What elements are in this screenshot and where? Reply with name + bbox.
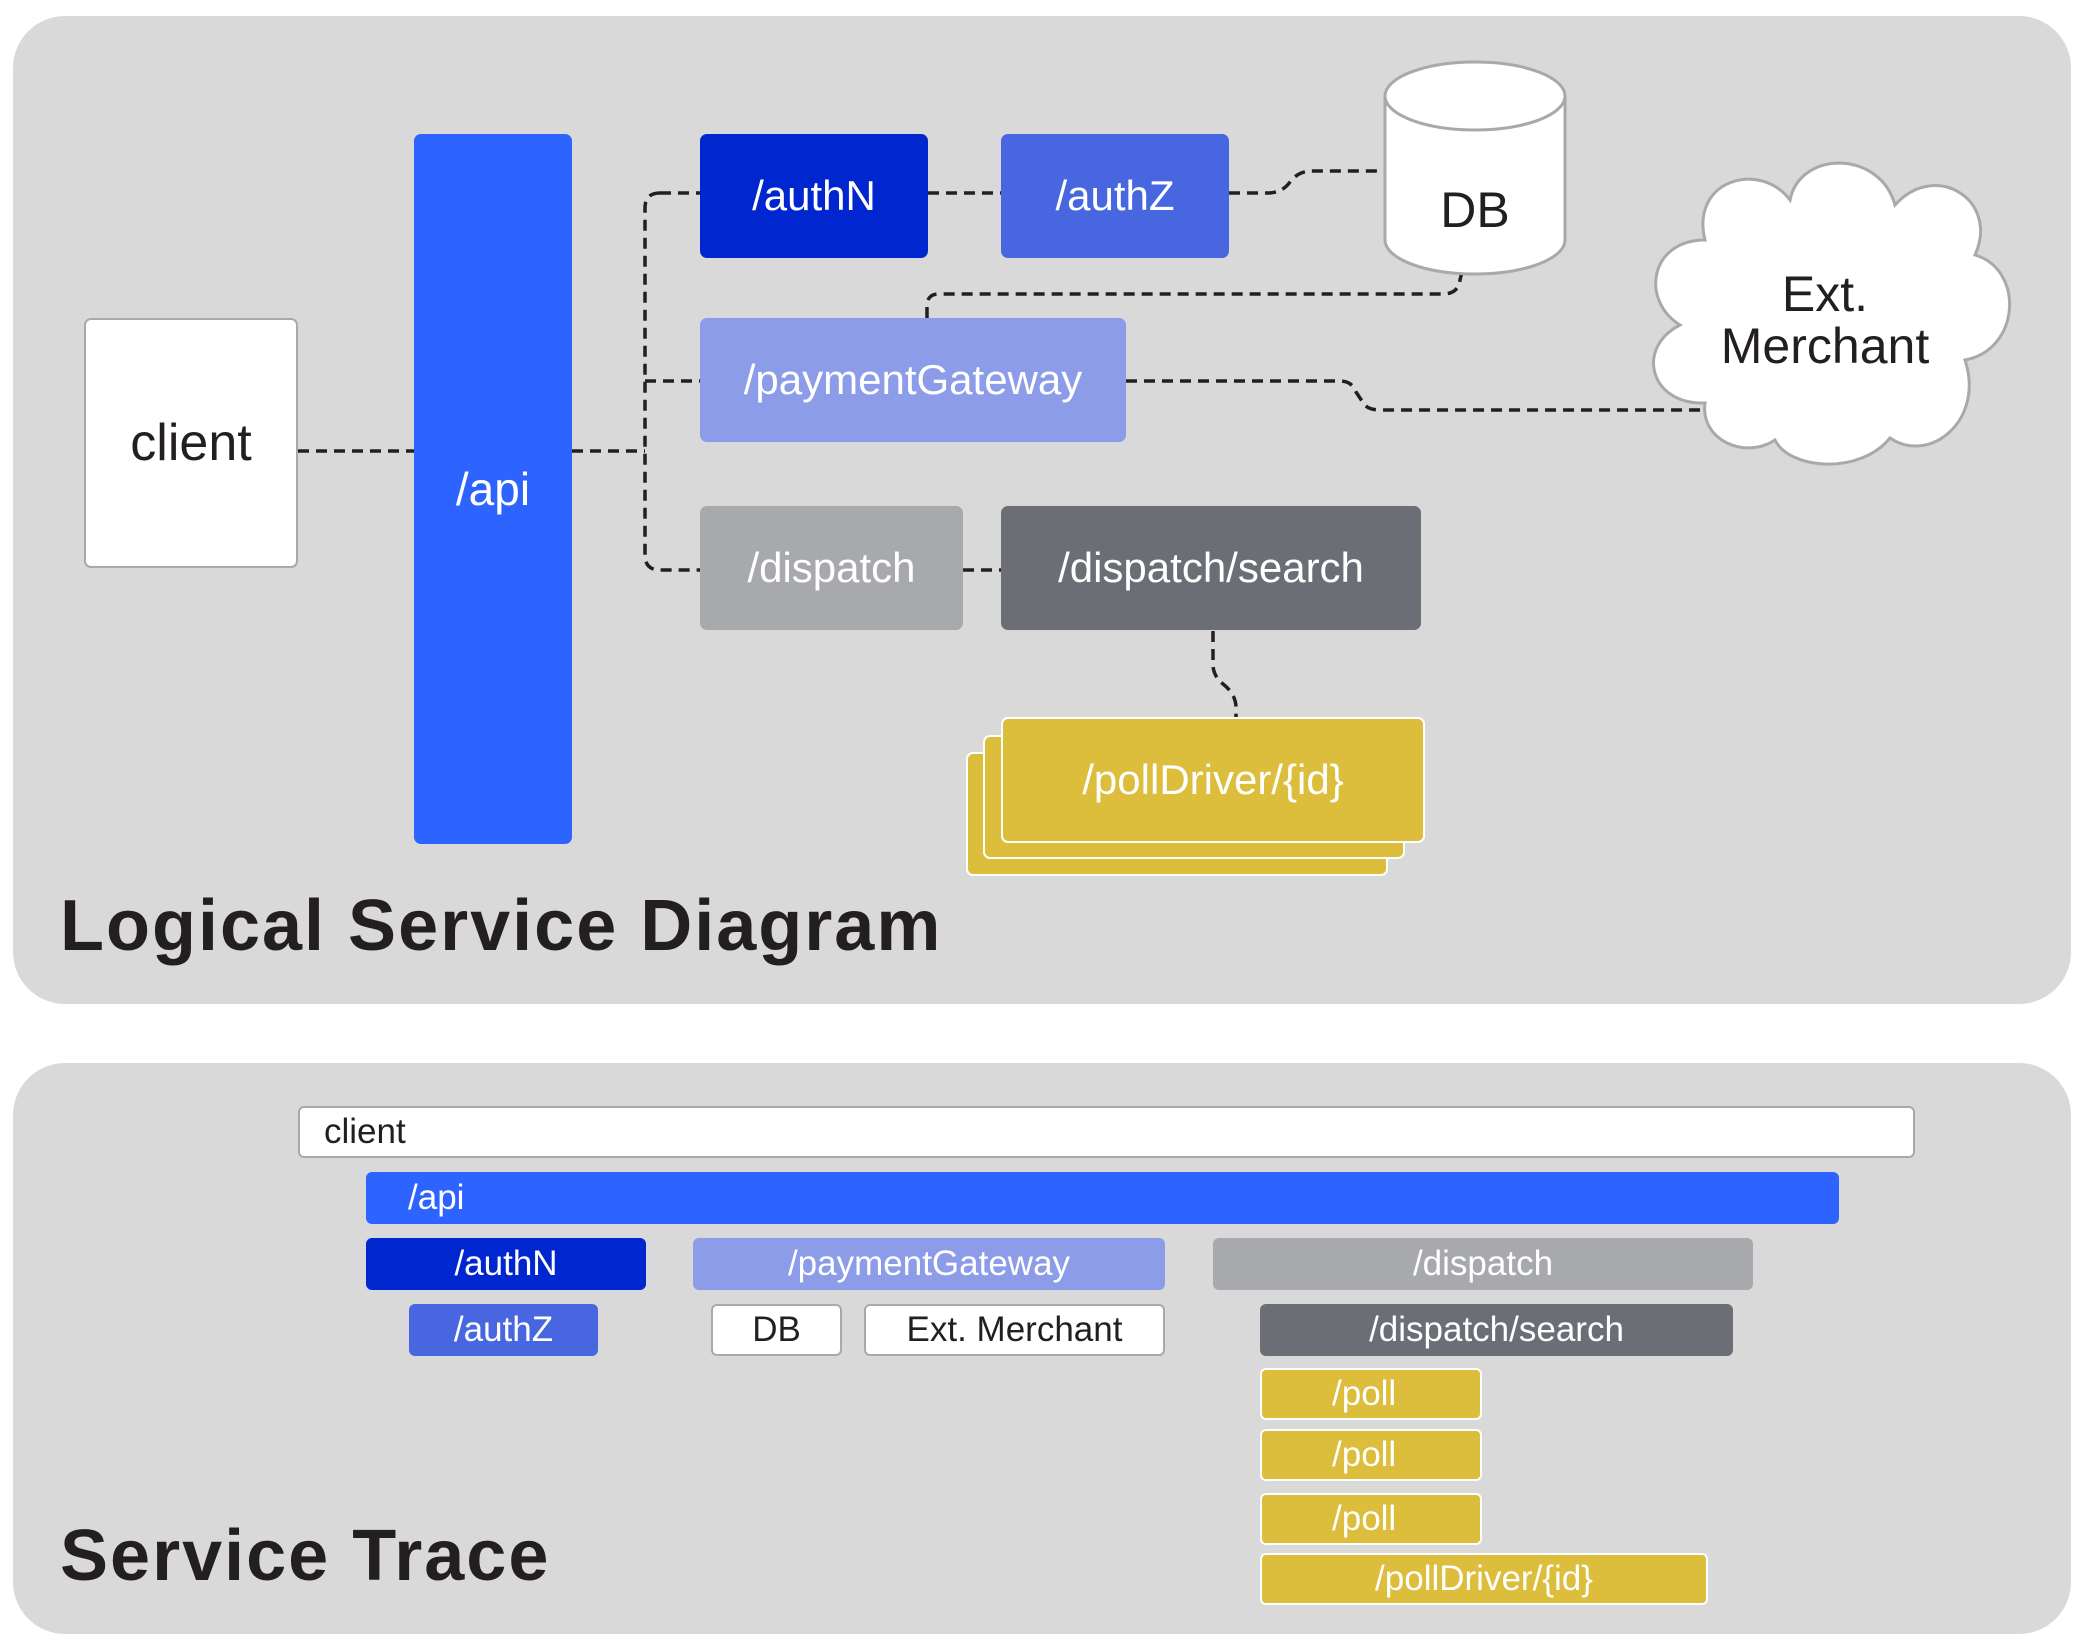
authZ-db-connector [1229, 169, 1385, 195]
trace-dispatch-span[interactable]: /dispatch [1213, 1238, 1753, 1290]
trace-authZ-label: /authZ [453, 1310, 554, 1349]
trace-client-span[interactable]: client [298, 1106, 1915, 1158]
trace-poll-span[interactable]: /poll [1260, 1429, 1482, 1481]
authZ-node[interactable]: /authZ [1001, 134, 1229, 258]
trace-authZ-span[interactable]: /authZ [409, 1304, 598, 1356]
search-poll-connector [1211, 631, 1238, 718]
logical-diagram-title: Logical Service Diagram [60, 886, 943, 966]
authN-node-label: /authN [752, 172, 876, 219]
trace-dispatch-label: /dispatch [1412, 1244, 1554, 1283]
payment-ext-connector [1126, 379, 1700, 412]
trace-authN-span[interactable]: /authN [366, 1238, 646, 1290]
service-trace-title: Service Trace [60, 1516, 551, 1596]
authN-node[interactable]: /authN [700, 134, 928, 258]
trace-client-label: client [324, 1112, 406, 1151]
dispatch-search-node[interactable]: /dispatch/search [1001, 506, 1421, 630]
trace-poll-driver-label: /pollDriver/{id} [1375, 1559, 1593, 1598]
trace-payment-gateway-label: /paymentGateway [787, 1244, 1071, 1283]
trace-db-label: DB [752, 1310, 801, 1349]
payment-db-connector [925, 271, 1464, 318]
dispatch-node-label: /dispatch [747, 544, 916, 591]
poll-driver-node-label: /pollDriver/{id} [1082, 756, 1344, 803]
trace-db-span[interactable]: DB [711, 1304, 842, 1356]
ext-merchant-label: Ext. Merchant [1700, 268, 1950, 372]
authZ-node-label: /authZ [1055, 172, 1175, 219]
trace-poll-span[interactable]: /poll [1260, 1368, 1482, 1420]
client-node[interactable]: client [84, 318, 298, 568]
dispatch-node[interactable]: /dispatch [700, 506, 963, 630]
db-node-label: DB [1440, 182, 1510, 238]
api-node[interactable]: /api [414, 134, 572, 844]
trace-ext-merchant-label: Ext. Merchant [906, 1310, 1123, 1349]
dispatch-search-node-label: /dispatch/search [1058, 544, 1364, 591]
trace-dispatch-search-span[interactable]: /dispatch/search [1260, 1304, 1733, 1356]
trace-dispatch-search-label: /dispatch/search [1369, 1310, 1624, 1349]
trace-poll-span[interactable]: /poll [1260, 1493, 1482, 1545]
trace-poll-driver-span[interactable]: /pollDriver/{id} [1260, 1553, 1708, 1605]
trace-api-span[interactable]: /api [366, 1172, 1839, 1224]
trunk-connector [643, 191, 700, 572]
ext-merchant-line1: Ext. [1781, 266, 1869, 322]
trace-poll-label: /poll [1332, 1435, 1397, 1474]
trace-poll-label: /poll [1332, 1499, 1397, 1538]
trace-authN-label: /authN [454, 1244, 558, 1283]
ext-merchant-line2: Merchant [1720, 318, 1930, 374]
api-node-label: /api [455, 463, 531, 515]
client-node-label: client [130, 414, 252, 472]
trace-payment-gateway-span[interactable]: /paymentGateway [693, 1238, 1165, 1290]
trace-poll-label: /poll [1332, 1374, 1397, 1413]
trace-api-label: /api [408, 1178, 465, 1217]
payment-gateway-node-label: /paymentGateway [743, 356, 1083, 403]
trace-ext-merchant-span[interactable]: Ext. Merchant [864, 1304, 1165, 1356]
payment-gateway-node[interactable]: /paymentGateway [700, 318, 1126, 442]
poll-driver-node[interactable]: /pollDriver/{id} [1001, 717, 1425, 843]
